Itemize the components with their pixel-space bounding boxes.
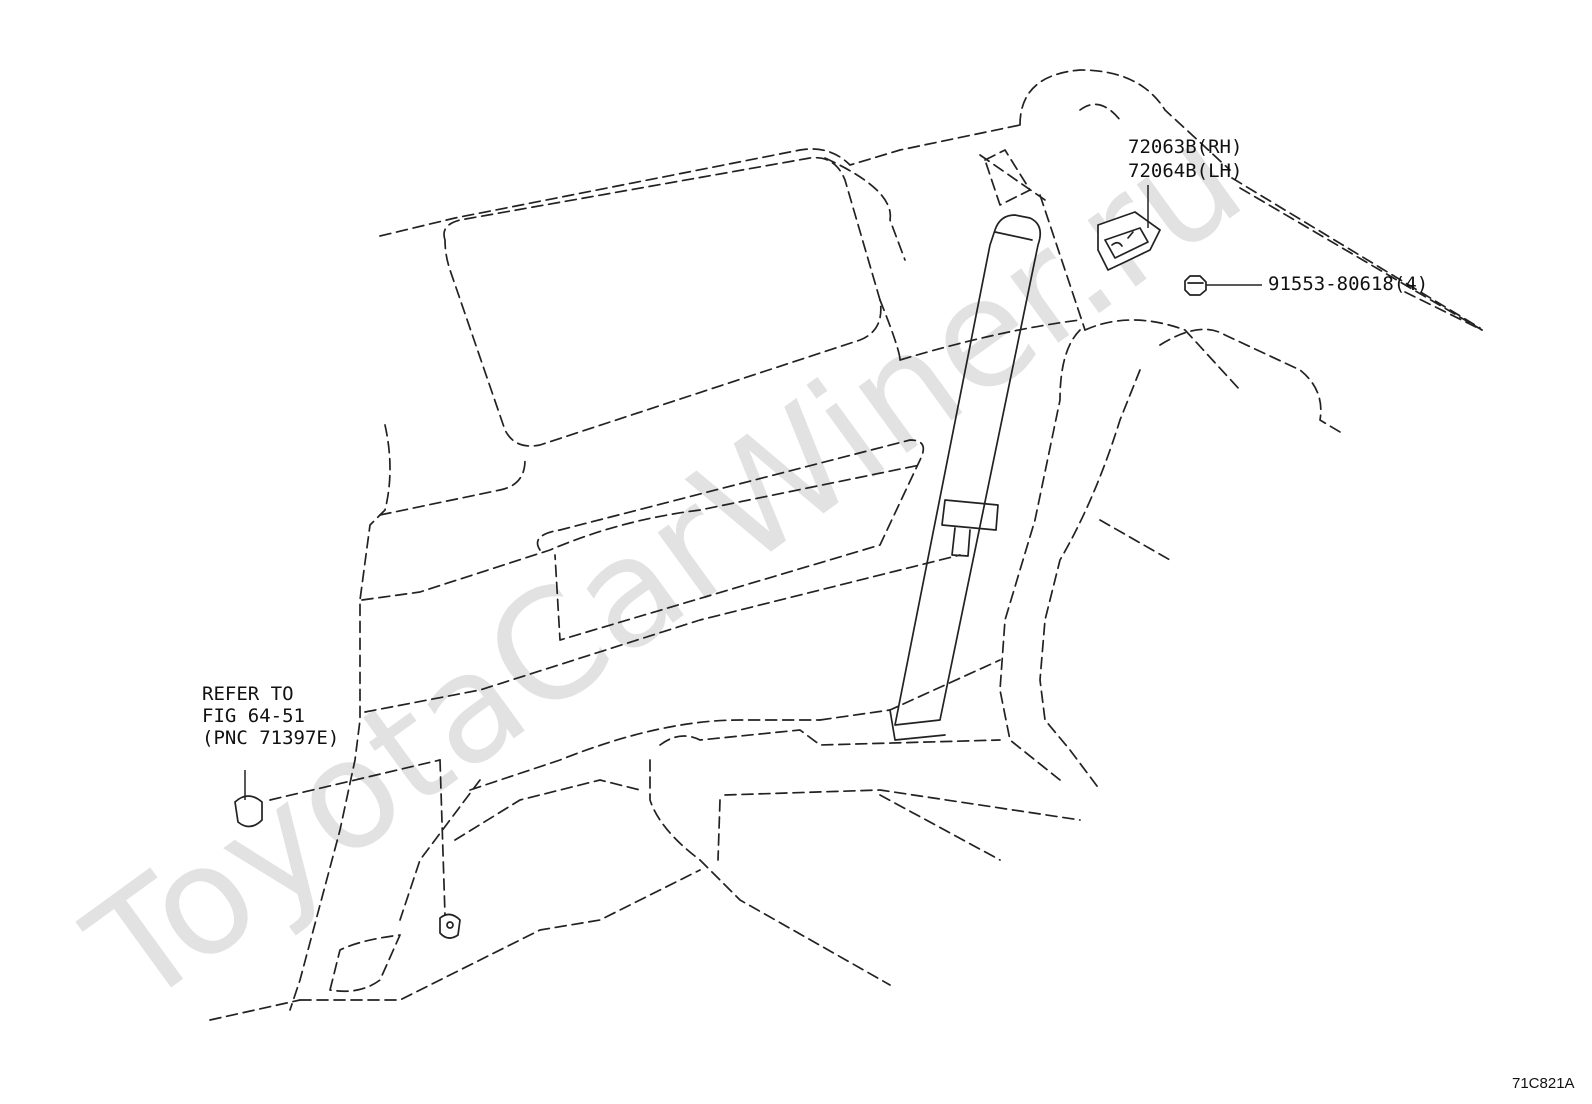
callout-trim-rh: 72063B(RH) xyxy=(1128,136,1242,158)
watermark: ToyotaCarWiner.ru xyxy=(58,91,1273,1040)
interior-outline xyxy=(209,69,1481,1021)
diagram-code: 71C821A xyxy=(1512,1075,1575,1092)
callout-screw: 91553-80618(4) xyxy=(1268,273,1428,295)
screw-part xyxy=(1184,275,1207,296)
cap-part xyxy=(234,795,461,939)
seat-belt xyxy=(889,214,1042,741)
callout-refer-line2: FIG 64-51 xyxy=(202,705,305,727)
callout-trim-lh: 72064B(LH) xyxy=(1128,160,1242,182)
leader-lines xyxy=(244,185,1483,800)
quarter-trim-cover-part xyxy=(1097,211,1161,271)
callout-refer-line3: (PNC 71397E) xyxy=(202,727,339,749)
callout-refer-line1: REFER TO xyxy=(202,683,294,705)
